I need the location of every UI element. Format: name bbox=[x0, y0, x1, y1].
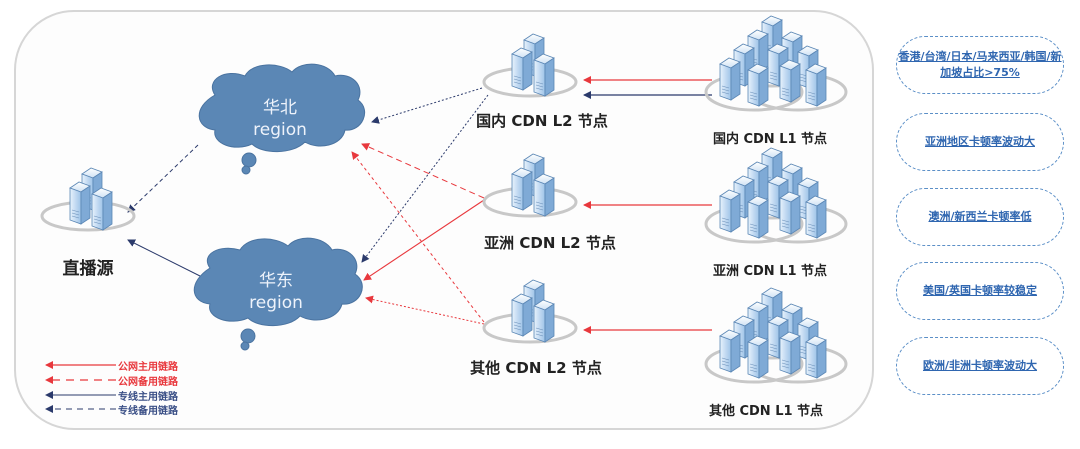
region-huadong-label: 华东 region bbox=[249, 270, 303, 314]
l2-other-node-server-icon bbox=[533, 299, 555, 343]
link-l2-domestic-to-huabei-private-backup bbox=[371, 87, 483, 124]
region-huadong-sub: region bbox=[249, 293, 303, 313]
link-l2-other-to-huadong-public-backup bbox=[365, 295, 485, 325]
note-text: 香港/台湾/日本/马来西亚/韩国/新加坡占比>75% bbox=[898, 50, 1062, 79]
l1-other-node-server-icon bbox=[747, 335, 769, 379]
legend-label: 公网主用链路 bbox=[118, 362, 178, 373]
l1-other-node-server-icon bbox=[805, 335, 827, 379]
l2-domestic-label: 国内 CDN L2 节点 bbox=[476, 112, 608, 130]
note-box: 香港/台湾/日本/马来西亚/韩国/新加坡占比>75% bbox=[896, 36, 1064, 94]
note-text: 亚洲地区卡顿率波动大 bbox=[925, 135, 1035, 148]
l2-asia-node-server-icon bbox=[511, 167, 533, 211]
region-huabei-sub: region bbox=[253, 120, 307, 140]
legend-label: 公网备用链路 bbox=[118, 377, 178, 388]
l1-other-node-server-icon bbox=[779, 331, 801, 375]
region-cloud-huadong bbox=[193, 237, 363, 351]
l2-other-node-server-icon bbox=[511, 293, 533, 337]
l1-domestic-node-server-icon bbox=[719, 57, 741, 101]
l1-other-node-server-icon bbox=[719, 329, 741, 373]
l1-domestic-node-server-icon bbox=[779, 59, 801, 103]
legend-item-public-primary: 公网主用链路 bbox=[40, 358, 210, 373]
l1-asia-node-server-icon bbox=[805, 195, 827, 239]
region-huabei-name: 华北 bbox=[262, 98, 297, 118]
link-l2-asia-to-huadong-public bbox=[363, 199, 485, 281]
link-huadong-to-source-private bbox=[127, 239, 213, 283]
legend-item-private-backup: 专线备用链路 bbox=[40, 402, 210, 417]
region-huabei-label: 华北 region bbox=[253, 97, 307, 141]
l1-asia-node-server-icon bbox=[779, 191, 801, 235]
l1-asia-label: 亚洲 CDN L1 节点 bbox=[712, 264, 828, 279]
legend: 公网主用链路 公网备用链路 专线主用链路 专线备用链路 bbox=[40, 358, 210, 417]
note-box: 亚洲地区卡顿率波动大 bbox=[896, 113, 1064, 171]
legend-line-public-primary bbox=[45, 361, 116, 369]
l1-asia-node-server-icon bbox=[719, 189, 741, 233]
note-text: 澳洲/新西兰卡顿率低 bbox=[928, 210, 1032, 223]
l2-domestic-node-server-icon bbox=[511, 47, 533, 91]
legend-item-private-primary: 专线主用链路 bbox=[40, 388, 210, 403]
link-l2-asia-to-huabei-public-backup bbox=[361, 143, 485, 199]
l1-domestic-node-server-icon bbox=[805, 63, 827, 107]
l2-asia-label: 亚洲 CDN L2 节点 bbox=[484, 234, 616, 252]
legend-item-public-backup: 公网备用链路 bbox=[40, 373, 210, 388]
note-box: 美国/英国卡顿率较稳定 bbox=[896, 262, 1064, 320]
region-huadong-name: 华东 bbox=[258, 271, 293, 291]
l2-other-label: 其他 CDN L2 节点 bbox=[470, 359, 602, 377]
note-box: 澳洲/新西兰卡顿率低 bbox=[896, 188, 1064, 246]
region-cloud-huabei bbox=[198, 63, 366, 175]
legend-label: 专线主用链路 bbox=[118, 392, 178, 403]
l2-domestic-node-server-icon bbox=[533, 53, 555, 97]
link-huabei-to-source-private-backup bbox=[127, 144, 199, 213]
l2-asia-node-server-icon bbox=[533, 173, 555, 217]
legend-line-private-primary bbox=[45, 391, 116, 399]
legend-label: 专线备用链路 bbox=[118, 406, 178, 417]
source-label: 直播源 bbox=[62, 259, 114, 279]
legend-line-private-backup bbox=[45, 405, 116, 413]
legend-line-public-backup bbox=[45, 376, 116, 384]
link-l2-domestic-to-huadong-private-backup bbox=[361, 94, 489, 263]
note-box: 欧洲/非洲卡顿率波动大 bbox=[896, 337, 1064, 395]
source-node-server-icon bbox=[69, 181, 91, 225]
l1-asia-node-server-icon bbox=[747, 195, 769, 239]
note-text: 欧洲/非洲卡顿率波动大 bbox=[922, 359, 1038, 372]
link-l2-other-to-huabei-public-backup bbox=[351, 151, 485, 323]
l1-other-label: 其他 CDN L1 节点 bbox=[708, 404, 824, 419]
l1-domestic-node-server-icon bbox=[747, 63, 769, 107]
source-node-server-icon bbox=[91, 187, 113, 231]
note-text: 美国/英国卡顿率较稳定 bbox=[922, 284, 1038, 297]
l1-domestic-label: 国内 CDN L1 节点 bbox=[712, 132, 828, 147]
